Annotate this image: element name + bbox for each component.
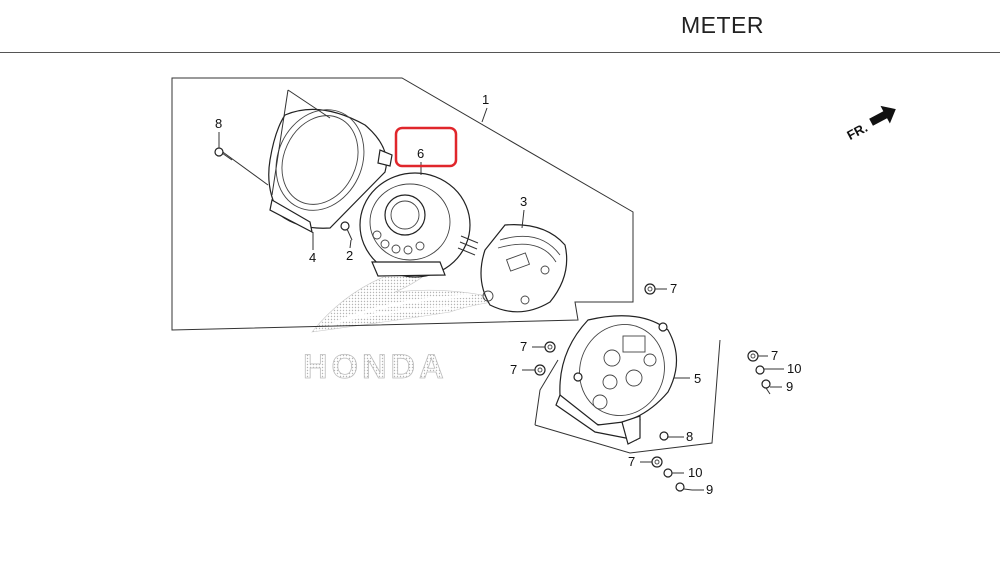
- page-title: METER: [681, 12, 764, 38]
- front-label: FR.: [844, 120, 870, 143]
- highlight-box-part-6: [394, 126, 458, 168]
- callout-9b: 9: [706, 482, 713, 497]
- callout-8b: 8: [686, 429, 693, 444]
- callout-7c: 7: [510, 362, 517, 377]
- callout-10b: 10: [688, 465, 702, 480]
- callout-10a: 10: [787, 361, 801, 376]
- callout-labels: 1 2 3 4 5 6 7 7 7 7 7 8 8 9 9 10 10: [215, 92, 801, 497]
- callout-7d: 7: [771, 348, 778, 363]
- header-divider: [0, 52, 1000, 53]
- meter-case: [555, 315, 677, 445]
- callout-7a: 7: [670, 281, 677, 296]
- fasteners: [214, 147, 771, 492]
- callout-5: 5: [694, 371, 701, 386]
- honda-watermark-text: HONDA: [303, 348, 448, 386]
- callout-2: 2: [346, 248, 353, 263]
- meter-cover: [219, 89, 393, 234]
- callout-4: 4: [309, 250, 316, 265]
- callout-7e: 7: [628, 454, 635, 469]
- callout-7b: 7: [520, 339, 527, 354]
- assembly-outline: [171, 77, 721, 454]
- callout-1: 1: [482, 92, 489, 107]
- leader-lines: [218, 107, 784, 491]
- callout-3: 3: [520, 194, 527, 209]
- front-arrow-icon: [869, 105, 896, 126]
- meter-ring: [359, 172, 479, 278]
- callout-9a: 9: [786, 379, 793, 394]
- callout-6: 6: [417, 146, 424, 161]
- front-direction-indicator: FR.: [844, 105, 896, 143]
- callout-8a: 8: [215, 116, 222, 131]
- meter-gauge-board: [480, 224, 568, 313]
